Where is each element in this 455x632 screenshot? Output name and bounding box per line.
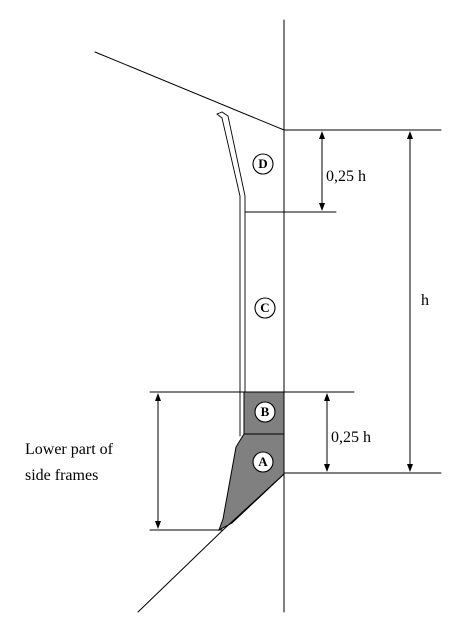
dim-full-height-arrow-up (407, 131, 413, 139)
dim-full-height-arrow-down (407, 464, 413, 472)
top-bracket-line (216, 111, 223, 115)
svg-text:D: D (258, 156, 267, 171)
region-label-a: A (252, 451, 274, 473)
region-label-b: B (254, 401, 276, 423)
region-label-c: C (254, 297, 276, 319)
dim-lower-part-arrow-up (155, 393, 161, 401)
dim-bottom-quarter-arrow-down (324, 464, 330, 472)
side-frame-inner (221, 111, 246, 393)
side-frame-outer (216, 113, 241, 437)
dim-top-quarter-label: 0,25 h (326, 168, 366, 185)
annotation-line-1: Lower part of (25, 441, 114, 458)
annotation-line-2: side frames (25, 467, 98, 484)
lower-side-frame-shading-a (218, 433, 285, 532)
dim-lower-part-arrow-down (155, 521, 161, 529)
svg-text:B: B (261, 404, 270, 419)
dim-full-height-label: h (421, 292, 429, 309)
bottom-hopper-line (137, 529, 224, 613)
svg-text:C: C (260, 300, 269, 315)
svg-text:A: A (258, 454, 268, 469)
lower-bracket-line (222, 473, 285, 531)
dim-bottom-quarter-label: 0,25 h (331, 429, 371, 446)
dim-top-quarter-arrow-up (319, 131, 325, 139)
deck-line (94, 51, 285, 131)
dim-bottom-quarter-arrow-up (324, 393, 330, 401)
dim-top-quarter-arrow-down (319, 203, 325, 211)
region-label-d: D (252, 153, 274, 175)
